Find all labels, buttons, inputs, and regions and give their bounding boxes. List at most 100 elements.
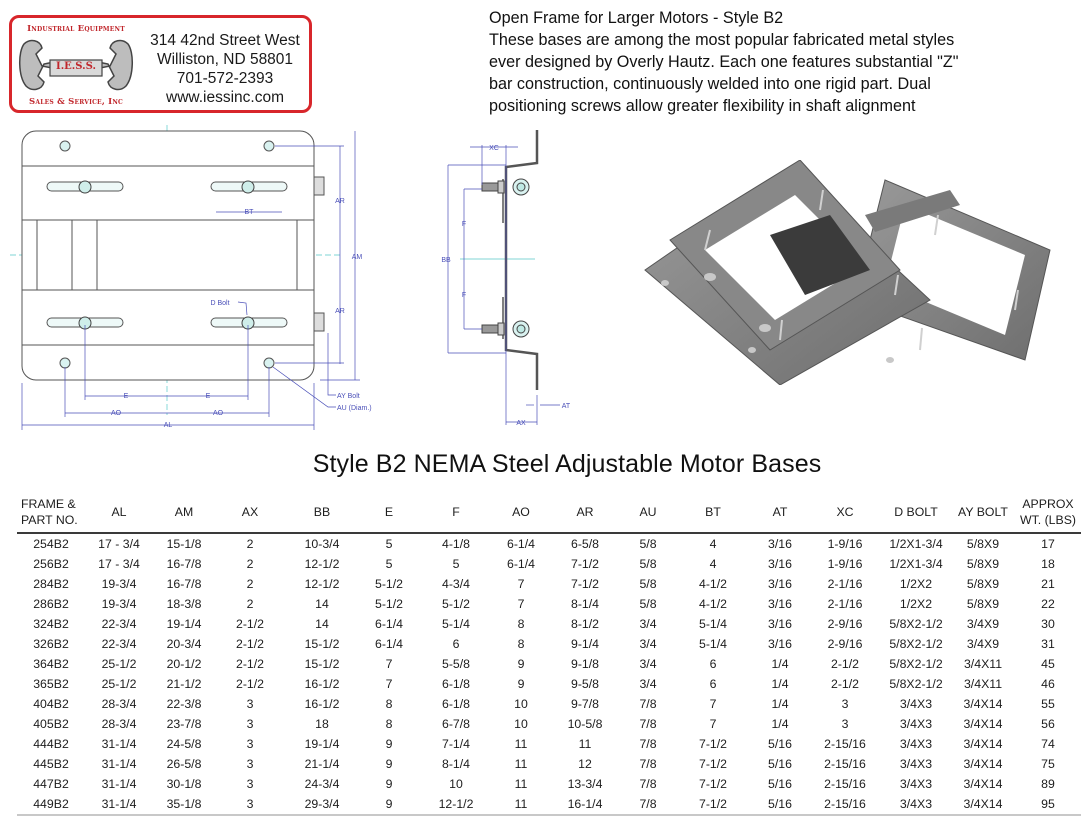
- part-number-cell: 447B2: [33, 777, 69, 791]
- dim-label-xc: XC: [489, 145, 499, 152]
- table-cell: 1/2X2: [899, 597, 933, 611]
- table-cell: 1/4: [771, 717, 789, 731]
- part-number-cell: 364B2: [33, 657, 69, 671]
- company-logo-card: Industrial Equipment I.E.S.S. Sales & Se…: [9, 15, 312, 113]
- table-cell: 3/4X14: [963, 697, 1003, 711]
- table-cell: 5/8X9: [966, 597, 1000, 611]
- table-cell: 3/16: [768, 637, 792, 651]
- table-cell: 11: [514, 757, 528, 771]
- table-cell: 19-3/4: [101, 597, 137, 611]
- table-cell: 3/4X3: [899, 737, 933, 751]
- table-cell: 4-1/8: [441, 537, 471, 551]
- table-cell: 16-7/8: [166, 557, 202, 571]
- table-cell: 9: [517, 657, 525, 671]
- table-cell: 16-1/2: [304, 677, 340, 691]
- table-cell: 5-5/8: [441, 657, 471, 671]
- table-cell: 17: [1041, 537, 1055, 551]
- col-header-at: AT: [751, 494, 809, 534]
- dim-label-au: AU (Diam.): [337, 405, 372, 412]
- table-cell: 31: [1041, 637, 1055, 651]
- table-cell: 31-1/4: [101, 777, 137, 791]
- table-cell: 89: [1041, 777, 1055, 791]
- col-header-au: AU: [621, 494, 675, 534]
- table-cell: 5/8: [639, 577, 657, 591]
- table-cell: 5/16: [768, 757, 792, 771]
- dim-label-am: AM: [352, 254, 363, 261]
- part-number-cell: 404B2: [33, 697, 69, 711]
- table-cell: 21-1/2: [166, 677, 202, 691]
- table-cell: 46: [1041, 677, 1055, 691]
- dim-label-bb: BB: [441, 257, 451, 264]
- table-cell: 35-1/8: [153, 794, 215, 816]
- table-cell: 1/4: [771, 657, 789, 671]
- table-cell: 19-1/4: [166, 617, 202, 631]
- table-cell: 2: [246, 577, 254, 591]
- table-cell: 3/4X11: [963, 657, 1003, 671]
- table-cell: 7: [709, 717, 717, 731]
- wrench-icon: [19, 39, 133, 91]
- table-cell: 8-1/4: [441, 757, 471, 771]
- table-cell: 5/8X2-1/2: [889, 677, 943, 691]
- table-cell: 3: [246, 717, 254, 731]
- side-view-drawing: XC BB F F AT AX: [441, 130, 571, 427]
- contact-street: 314 42nd Street West: [150, 32, 300, 49]
- table-cell: 5-1/4: [441, 617, 471, 631]
- part-number-cell: 445B2: [33, 757, 69, 771]
- contact-website[interactable]: www.iessinc.com: [166, 89, 284, 106]
- table-cell: 3: [246, 757, 254, 771]
- table-cell: 7-1/2: [698, 777, 728, 791]
- table-cell: 25-1/2: [101, 657, 137, 671]
- table-cell: 6-1/4: [374, 617, 404, 631]
- contact-phone: 701-572-2393: [176, 70, 274, 87]
- table-cell: 6-1/8: [441, 677, 471, 691]
- col-header-ax: AX: [215, 494, 285, 534]
- table-cell: 24-5/8: [166, 737, 202, 751]
- table-cell: 2-9/16: [827, 637, 863, 651]
- plan-view-drawing: BT AR AM AR D Bolt E E AO AO AL AY Bolt …: [10, 125, 372, 430]
- table-cell: 3/4X3: [899, 717, 933, 731]
- dim-label-ay-bolt: AY Bolt: [337, 393, 360, 400]
- table-cell: 8: [517, 617, 525, 631]
- table-cell: 3/4X9: [966, 637, 1000, 651]
- table-cell: 9-7/8: [570, 697, 600, 711]
- table-cell: 11: [514, 737, 528, 751]
- table-cell: 9: [385, 757, 393, 771]
- table-cell: 2: [246, 597, 254, 611]
- table-cell: 2-9/16: [827, 617, 863, 631]
- table-cell: 9-1/4: [570, 637, 600, 651]
- table-cell: 16-7/8: [166, 577, 202, 591]
- dim-label-f-top: F: [462, 221, 466, 228]
- table-cell: 13-3/4: [567, 777, 603, 791]
- table-cell: 21: [1041, 577, 1055, 591]
- table-cell: 4-1/2: [698, 597, 728, 611]
- table-cell: 2-1/2: [830, 677, 860, 691]
- table-cell: 7-1/2: [570, 577, 600, 591]
- table-cell: 10: [449, 777, 463, 791]
- table-cell: 1/2X2: [899, 577, 933, 591]
- dim-label-bt: BT: [245, 209, 255, 216]
- dim-label-ax: AX: [516, 420, 526, 427]
- table-cell: 10: [514, 717, 528, 731]
- table-cell: 31-1/4: [101, 737, 137, 751]
- table-cell: 26-5/8: [166, 757, 202, 771]
- contact-block: 314 42nd Street West Williston, ND 58801…: [140, 31, 310, 107]
- table-cell: 25-1/2: [101, 677, 137, 691]
- part-number-cell: 254B2: [33, 537, 69, 551]
- table-cell: 31-1/4: [85, 794, 153, 816]
- table-cell: 3/4X14: [963, 757, 1003, 771]
- logo-center-text: I.E.S.S.: [56, 61, 96, 72]
- table-cell: 3/16: [768, 557, 792, 571]
- table-cell: 6: [452, 637, 460, 651]
- table-cell: 4-3/4: [441, 577, 471, 591]
- table-cell: 5/8X9: [966, 537, 1000, 551]
- table-cell: 9: [385, 777, 393, 791]
- logo-top-text: Industrial Equipment: [27, 24, 125, 34]
- table-cell: 1/4: [771, 677, 789, 691]
- table-cell: 5: [452, 557, 460, 571]
- col-header-xc: XC: [809, 494, 881, 534]
- part-number-cell: 286B2: [33, 597, 69, 611]
